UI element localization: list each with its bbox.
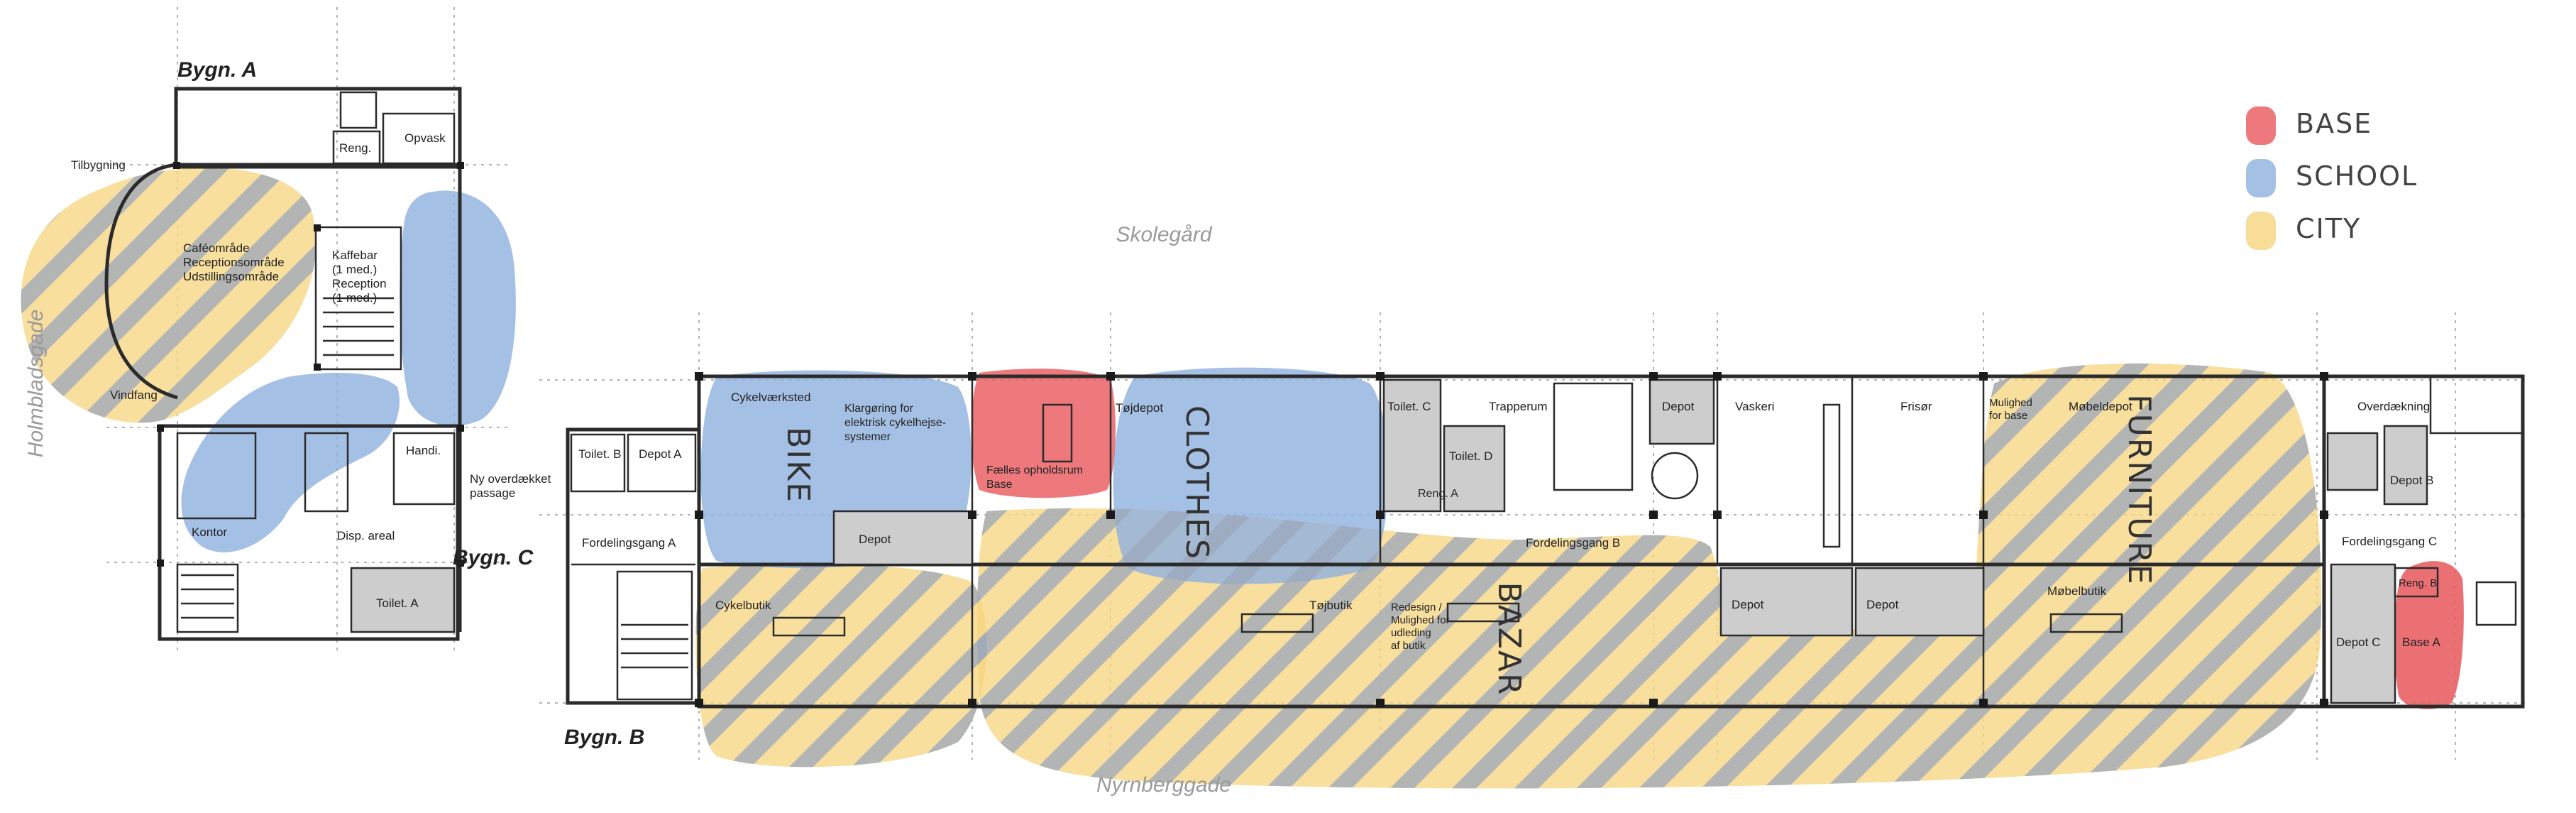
room-label: Depot <box>1732 598 1764 611</box>
room-label: Fordelingsgang B <box>1526 536 1620 550</box>
room-label: systemer <box>844 431 891 443</box>
legend-label-city: CITY <box>2296 213 2361 244</box>
zone-label-bazar: BAZAR <box>1491 582 1527 696</box>
room-label: af butik <box>1391 640 1426 652</box>
room-label: Receptionsområde <box>183 256 285 269</box>
school-zone-a-right <box>400 190 516 426</box>
room-label: Reception <box>332 277 387 290</box>
legend-label-school: SCHOOL <box>2296 160 2418 192</box>
room-label: Base A <box>2402 635 2441 649</box>
room-label: Frisør <box>1900 400 1932 413</box>
room-label: Mulighed for <box>1391 614 1450 626</box>
room-label: Redesign / <box>1391 601 1443 613</box>
room-label: Depot B <box>2390 474 2433 487</box>
room-label: passage <box>470 486 515 500</box>
room-label: Depot <box>1866 598 1899 611</box>
stair-c <box>181 574 234 619</box>
room-label: Overdækning <box>2357 400 2430 413</box>
columns-b <box>695 372 2328 707</box>
building-label-c: Bygn. C <box>453 546 534 569</box>
legend-swatch-city <box>2246 212 2276 250</box>
room-label: Tøjbutik <box>1309 599 1353 612</box>
room-label: Kontor <box>192 525 227 539</box>
south-street-label: Nyrnberggade <box>1096 773 1231 797</box>
room-label: Reng. <box>339 141 371 155</box>
legend-label-base: BASE <box>2296 108 2372 139</box>
room-labels-a: Tilbygning Reng. Opvask Caféområde Recep… <box>71 131 446 402</box>
room-label: Udstillingsområde <box>183 270 279 283</box>
room-label: Toilet. D <box>1449 449 1492 463</box>
room-label: Tilbygning <box>71 158 126 172</box>
zone-label-clothes: CLOTHES <box>1179 405 1215 560</box>
room-labels-c: Handi. Ny overdækket passage Kontor Disp… <box>192 444 551 610</box>
room-label: Cykelbutik <box>715 599 771 612</box>
building-label-a: Bygn. A <box>177 58 257 82</box>
zone-label-bike: BIKE <box>780 427 816 503</box>
room-label: Møbelbutik <box>2047 584 2107 598</box>
room-label: elektrisk cykelhejse- <box>844 417 946 429</box>
room-label: Fordelingsgang C <box>2342 535 2437 548</box>
room-label: Depot A <box>639 447 682 461</box>
room-label: Tøjdepot <box>1116 401 1163 415</box>
room-label: Handi. <box>406 444 441 457</box>
room-label: Disp. areal <box>337 529 395 542</box>
stair-a <box>323 297 394 356</box>
room-label: for base <box>1989 410 2027 422</box>
room-label: Ny overdækket <box>470 472 551 486</box>
room-label: Trapperum <box>1489 400 1548 413</box>
room-label: Møbeldepot <box>2069 400 2132 413</box>
room-label: Toilet. A <box>376 596 419 610</box>
room-label: udleding <box>1391 627 1431 639</box>
room-label: Depot <box>1662 400 1695 413</box>
legend: BASE SCHOOL CITY <box>2246 107 2418 250</box>
room-label: Toilet. C <box>1387 400 1431 413</box>
room-label: Caféområde <box>183 241 250 255</box>
room-label: Toilet. B <box>578 447 621 461</box>
room-label: Vaskeri <box>1735 400 1774 413</box>
room-label: Fordelingsgang A <box>582 536 676 550</box>
base-zone-a <box>2394 561 2464 709</box>
zone-label-furniture: FURNITURE <box>2121 394 2157 585</box>
courtyard-label: Skolegård <box>1116 223 1212 246</box>
room-label: Depot <box>859 533 891 546</box>
room-label: Kaffebar <box>332 249 378 262</box>
stair-b <box>621 623 688 669</box>
room-label: Klargøring for <box>844 403 914 415</box>
room-label: (1 med.) <box>332 291 377 305</box>
building-label-b: Bygn. B <box>564 726 644 749</box>
room-label: Base <box>986 479 1013 491</box>
school-zone-c <box>181 373 400 552</box>
legend-swatch-school <box>2246 159 2276 197</box>
room-label: Reng. A <box>1418 488 1458 500</box>
room-label: Reng. B <box>2399 577 2437 589</box>
room-label: Depot C <box>2336 635 2380 649</box>
zone-areas <box>21 168 2464 789</box>
room-labels-b: Toilet. B Depot A Fordelingsgang A Cykel… <box>578 391 2441 652</box>
building-a-c <box>104 87 464 641</box>
legend-swatch-base <box>2246 107 2276 145</box>
room-label: (1 med.) <box>332 263 377 276</box>
room-label: Vindfang <box>110 388 158 402</box>
room-label: Mulighed <box>1989 397 2032 409</box>
display-shelves <box>772 403 2123 637</box>
room-label: Fælles opholdsrum <box>986 464 1083 476</box>
city-hatching <box>21 168 2321 789</box>
west-street-label: Holmbladsgade <box>24 310 48 457</box>
building-b <box>566 372 2525 709</box>
room-label: Opvask <box>404 131 446 145</box>
room-label: Cykelværksted <box>731 391 810 404</box>
